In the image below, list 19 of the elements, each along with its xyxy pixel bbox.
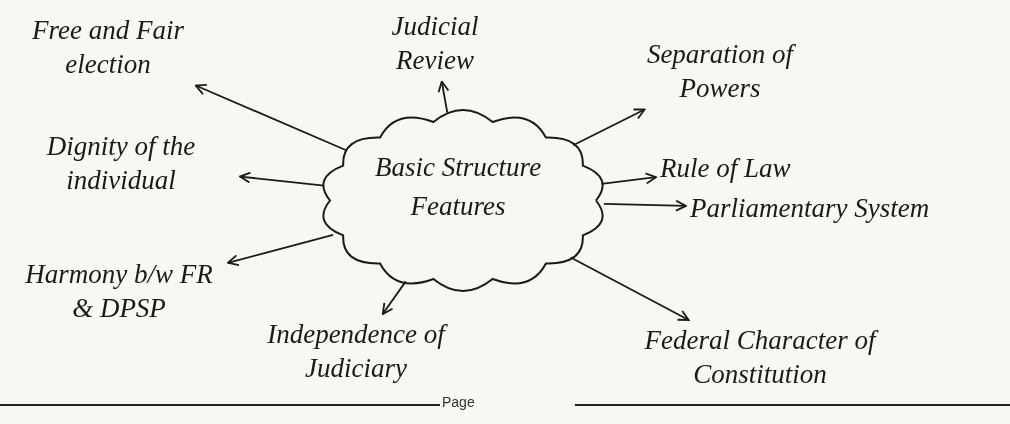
feature-text: Independence of Judiciary	[236, 318, 476, 386]
arrow	[194, 83, 348, 152]
feature-text: Harmony b/w FR & DPSP	[14, 258, 224, 326]
arrow	[600, 172, 657, 185]
arrow	[227, 234, 334, 266]
arrow	[381, 280, 407, 315]
feature-text: Parliamentary System	[690, 192, 930, 226]
feature-text: Dignity of the individual	[6, 130, 236, 198]
feature-text: Free and Fair election	[8, 14, 208, 82]
arrow	[437, 80, 450, 114]
arrow	[239, 171, 325, 187]
feature-text: Separation of Powers	[610, 38, 830, 106]
feature-text: Federal Character of Constitution	[580, 324, 940, 392]
arrow	[572, 108, 646, 147]
feature-text: Rule of Law	[660, 152, 791, 186]
page-label: Page	[442, 394, 475, 410]
feature-text: Judicial Review	[360, 10, 510, 78]
central-topic: Basic Structure Features	[373, 151, 543, 224]
arrow	[603, 199, 687, 212]
